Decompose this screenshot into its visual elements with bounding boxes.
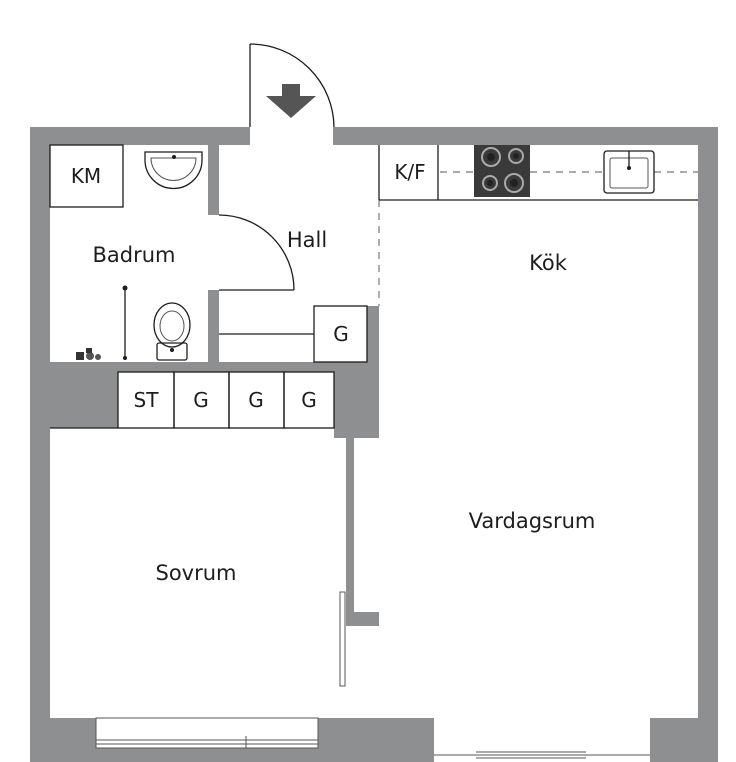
bedroom-wardrobe-1-label: G bbox=[193, 388, 209, 412]
shower-icon bbox=[76, 285, 128, 360]
hall-wardrobe: G bbox=[219, 305, 368, 363]
storage-cabinet-label: ST bbox=[134, 388, 160, 412]
bedroom-wardrobe-3-label: G bbox=[301, 388, 317, 412]
washing-machine: KM bbox=[49, 144, 124, 208]
hall-wardrobe-label: G bbox=[333, 322, 349, 346]
bedroom-wardrobe-2-label: G bbox=[248, 388, 264, 412]
sink-icon bbox=[603, 150, 655, 194]
entrance-arrow-icon bbox=[266, 84, 316, 118]
toilet-icon bbox=[153, 302, 191, 361]
exterior-walls bbox=[30, 127, 718, 762]
fridge-freezer: K/F bbox=[394, 160, 425, 184]
room-label-hall: Hall bbox=[287, 228, 327, 252]
room-label-sovrum: Sovrum bbox=[155, 561, 236, 585]
bedroom-window bbox=[95, 717, 319, 749]
kitchen-counter bbox=[378, 145, 698, 201]
room-label-vardagsrum: Vardagsrum bbox=[469, 509, 596, 533]
room-label-badrum: Badrum bbox=[92, 243, 175, 267]
stove-icon bbox=[474, 145, 530, 197]
washbasin-icon bbox=[144, 151, 203, 190]
door-swing-icon bbox=[218, 214, 295, 291]
fridge-freezer-label: K/F bbox=[394, 160, 425, 184]
washing-machine-label: KM bbox=[71, 164, 101, 188]
room-label-kok: Kök bbox=[529, 251, 568, 275]
bedroom-storage-row: ST G G G bbox=[50, 371, 335, 429]
interior-walls bbox=[30, 145, 379, 626]
living-window bbox=[434, 751, 650, 759]
sliding-door bbox=[339, 591, 346, 687]
entrance-door bbox=[249, 43, 335, 128]
